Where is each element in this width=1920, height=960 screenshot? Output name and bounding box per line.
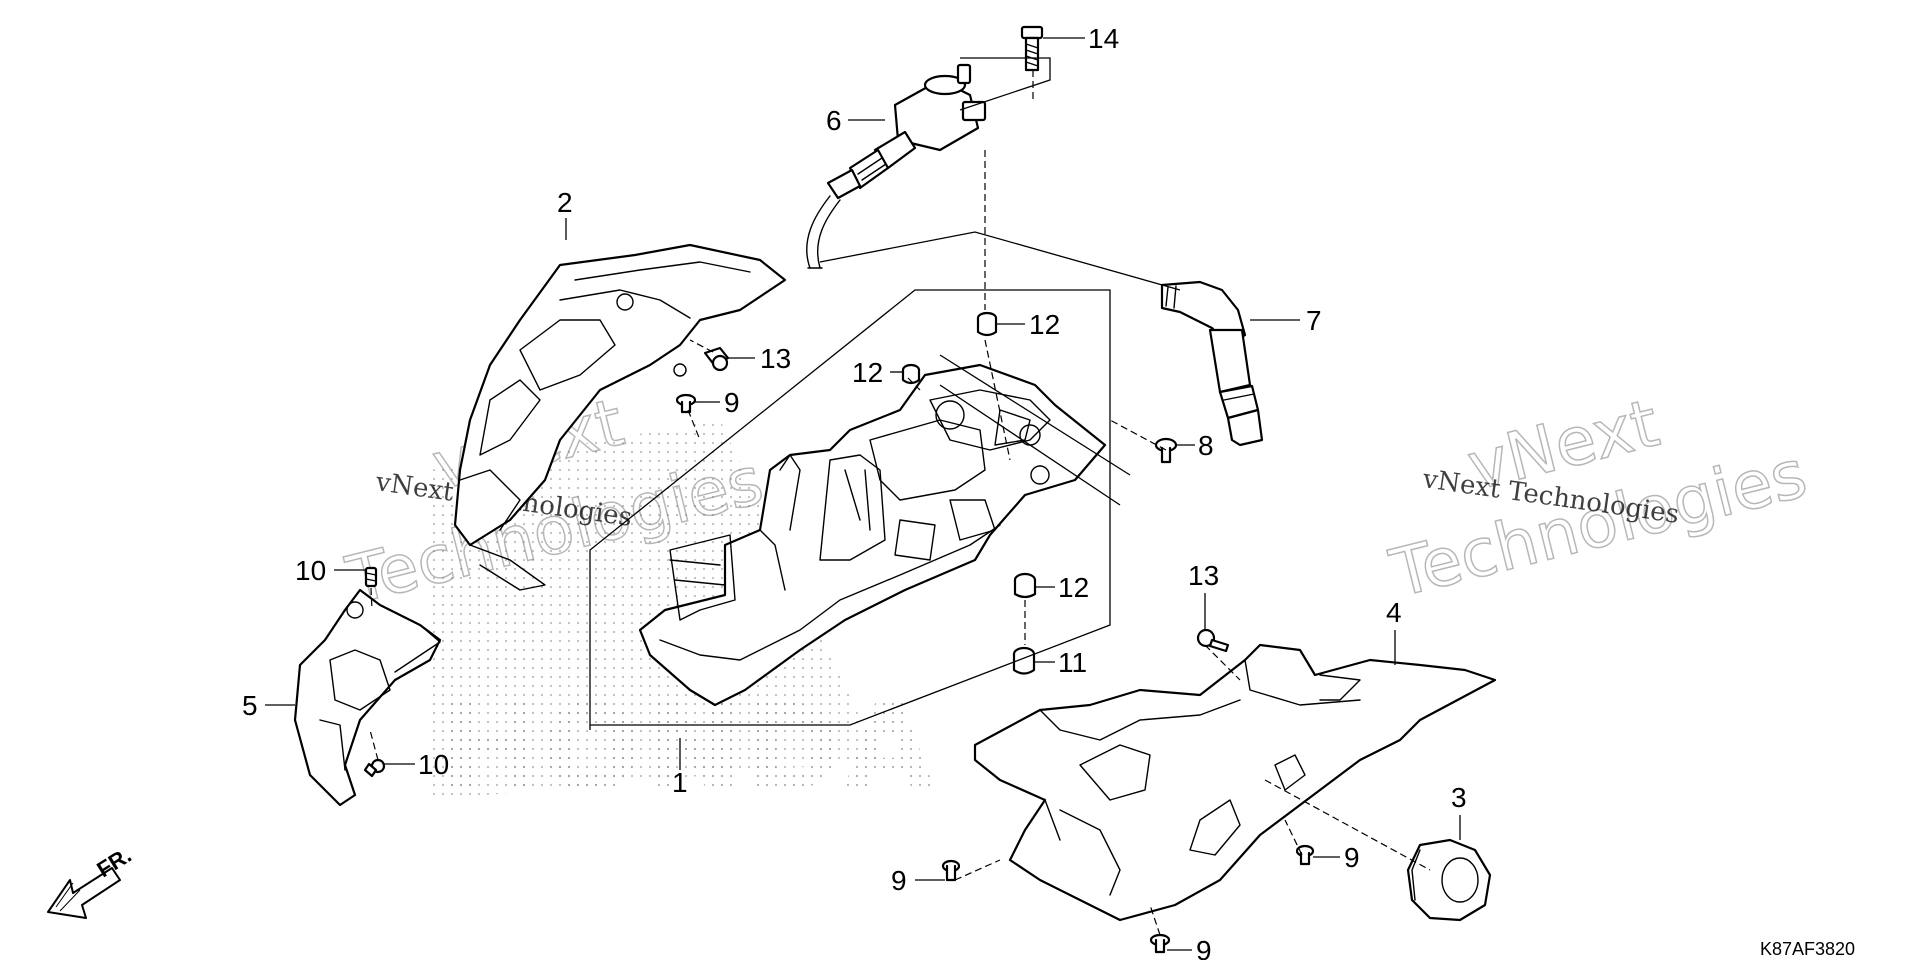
callout-12-low: 12	[1058, 572, 1089, 603]
part-10-screw-lower	[363, 758, 386, 778]
callout-9-left: 9	[891, 865, 907, 896]
callout-9-right: 9	[1344, 842, 1360, 873]
part-9-clip-4	[1149, 933, 1171, 954]
callout-9-upper: 9	[724, 387, 740, 418]
callout-1: 1	[672, 767, 688, 798]
part-14-bolt	[1020, 25, 1044, 72]
part-11-nut	[1012, 646, 1036, 675]
part-12-collar-mid	[901, 363, 921, 385]
callout-10-lower: 10	[418, 749, 449, 780]
part-8-clip	[1154, 437, 1178, 464]
part-3-grommet	[1406, 838, 1492, 922]
diagram-code: K87AF3820	[1760, 939, 1855, 959]
part-13-bolt-upper	[703, 346, 730, 372]
callout-10-upper: 10	[295, 555, 326, 586]
callout-2: 2	[557, 187, 573, 218]
part-10-screw-upper	[364, 566, 378, 588]
callout-8: 8	[1198, 430, 1214, 461]
callout-11: 11	[1058, 647, 1087, 678]
callout-4: 4	[1386, 597, 1402, 628]
frame-lines	[589, 57, 1181, 730]
front-direction-arrow: FR.	[47, 842, 136, 919]
callout-5: 5	[242, 690, 258, 721]
callout-13-lower: 13	[1188, 560, 1219, 591]
callout-12-mid: 12	[852, 357, 883, 388]
callout-labels: 14 6 2 7 12 12 13 9 8 12 11 10 10 13 4 3…	[242, 23, 1467, 960]
callout-12-top: 12	[1029, 309, 1060, 340]
background-logo: HONDA	[430, 420, 935, 819]
callout-9-bottom: 9	[1196, 935, 1212, 960]
part-12-collar-top	[976, 311, 998, 337]
fasteners	[363, 311, 1315, 954]
leader-lines	[265, 37, 1461, 951]
part-9-clip-1	[675, 393, 697, 414]
assembly-lines	[369, 70, 1431, 936]
callout-7: 7	[1306, 305, 1322, 336]
part-4-under-cover	[973, 643, 1497, 922]
callout-3: 3	[1451, 782, 1467, 813]
part-1-center-tray	[638, 363, 1107, 707]
background-logo-text: HONDA	[440, 680, 935, 819]
callout-13-upper: 13	[760, 343, 791, 374]
part-7-plug-cap	[1160, 280, 1264, 447]
part-13-bolt-lower	[1196, 628, 1230, 653]
part-12-collar-low	[1013, 572, 1037, 599]
part-9-clip-2	[941, 859, 961, 882]
callout-6: 6	[826, 105, 842, 136]
part-6-ignition-coil	[806, 63, 987, 269]
callout-14: 14	[1088, 23, 1119, 54]
part-2-inner-cover	[453, 243, 787, 591]
part-5-bracket	[293, 588, 442, 807]
